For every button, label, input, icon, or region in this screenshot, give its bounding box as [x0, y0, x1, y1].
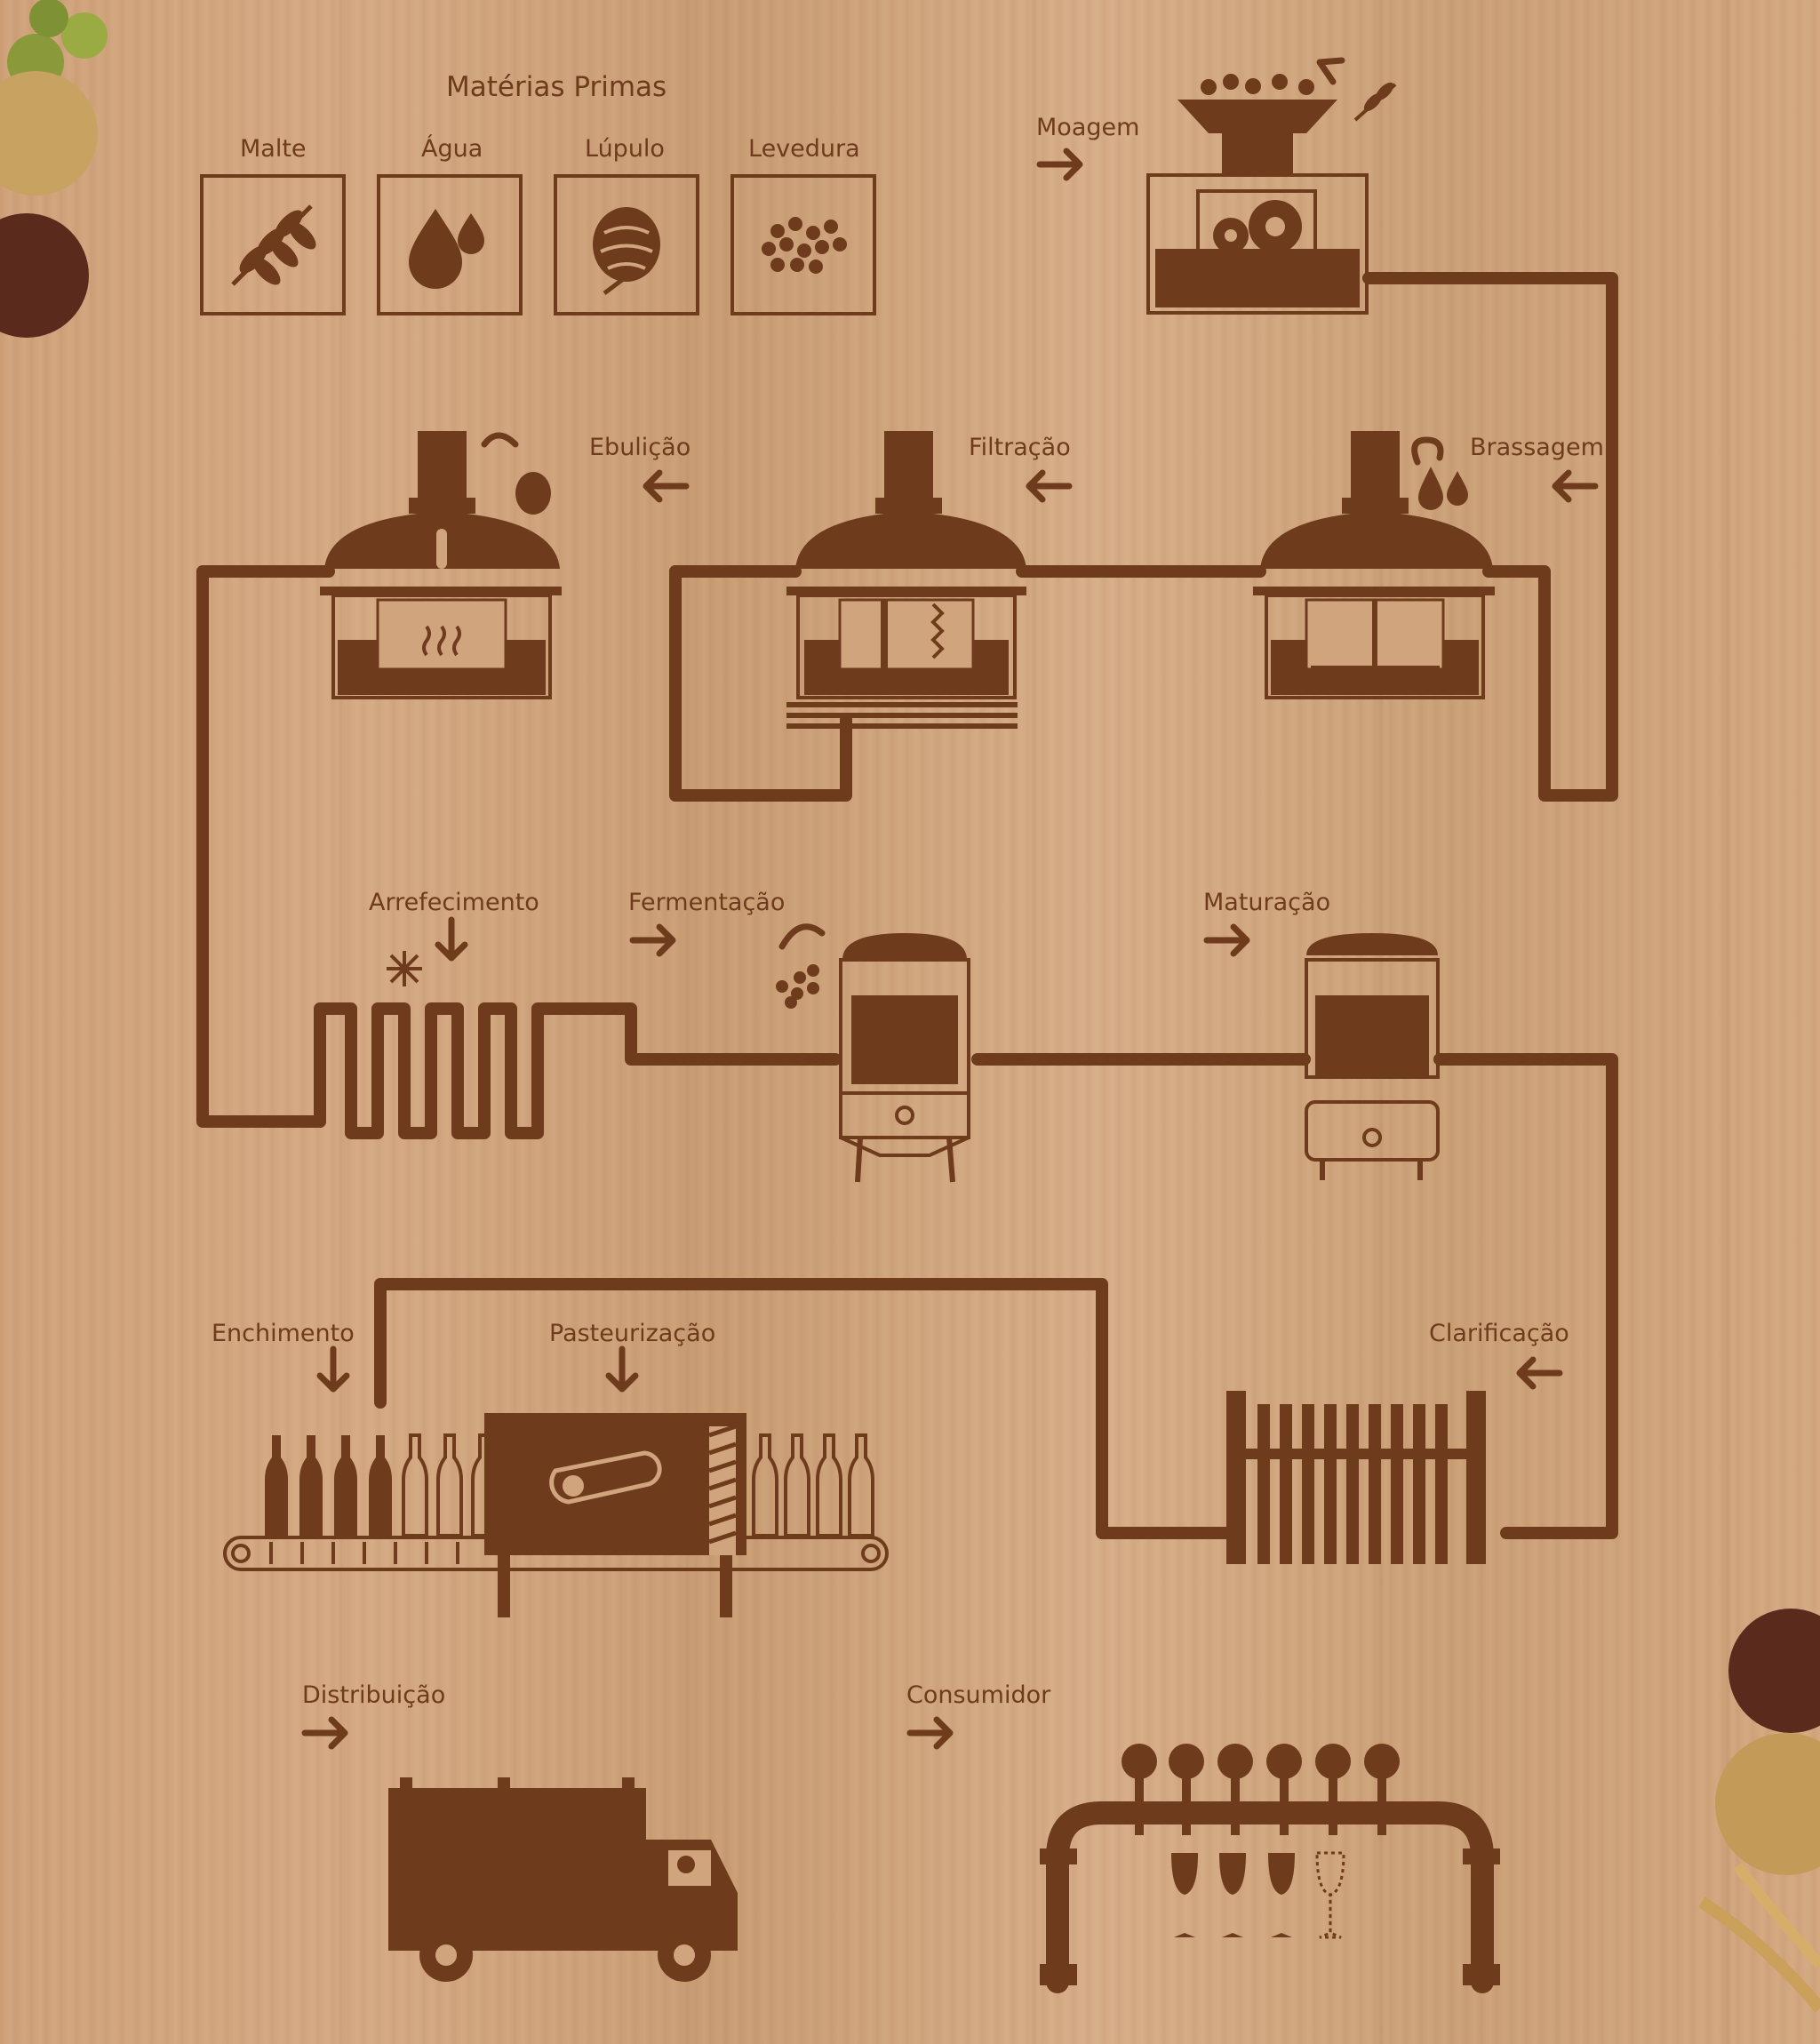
brassagem-label: Brassagem [1470, 434, 1604, 461]
lupulo-label: Lúpulo [585, 135, 665, 163]
fermentacao-label: Fermentação [628, 889, 786, 916]
pasteurizacao-label: Pasteurização [549, 1320, 716, 1347]
ebulicao-kettle [320, 431, 562, 699]
clarificacao-label: Clarificação [1429, 1320, 1569, 1347]
beer-tap-bar [1040, 1744, 1500, 1993]
filtracao-kettle [786, 431, 1026, 729]
hop-icon [593, 207, 660, 295]
enchimento-label: Enchimento [212, 1320, 355, 1347]
mill-machine [1146, 57, 1397, 315]
ebulicao-label: Ebulição [589, 434, 691, 461]
raw-materials-title: Matérias Primas [446, 71, 667, 103]
pipes [196, 272, 1618, 1539]
maturation-tank [1305, 933, 1440, 1180]
agua-label: Água [421, 135, 483, 163]
wheat-icon [231, 204, 316, 286]
brassagem-kettle [1253, 431, 1495, 699]
flow-arrows [301, 148, 1599, 1750]
consumidor-label: Consumidor [906, 1681, 1051, 1709]
maturacao-label: Maturação [1203, 889, 1331, 916]
arrefecimento-label: Arrefecimento [369, 889, 539, 916]
snowflake-icon [387, 951, 422, 986]
yeast-icon [762, 217, 847, 274]
filtracao-label: Filtração [969, 434, 1071, 461]
levedura-label: Levedura [748, 135, 860, 163]
delivery-truck [388, 1777, 738, 1982]
distribuicao-label: Distribuição [302, 1681, 446, 1709]
fermentation-tank [776, 923, 970, 1183]
clarification-filter [1226, 1391, 1486, 1564]
pasteurizer-machine [484, 1413, 746, 1617]
malte-label: Malte [240, 135, 307, 163]
water-drops-icon [409, 209, 484, 289]
grain-decoration-bottom-right [1698, 1609, 1820, 2013]
raw-materials-boxes [200, 174, 876, 315]
moagem-label: Moagem [1036, 114, 1140, 141]
hops-grain-decoration-top-left [0, 0, 108, 338]
